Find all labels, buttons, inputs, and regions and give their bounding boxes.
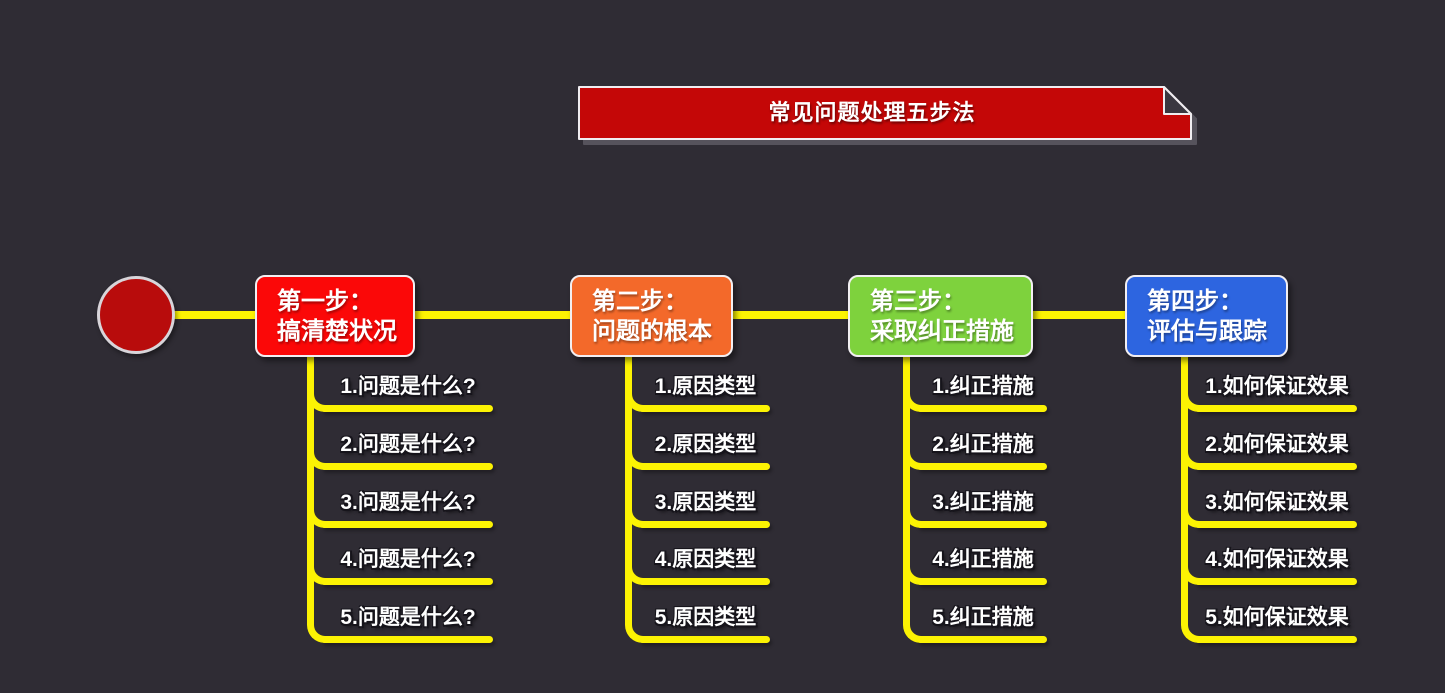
underline-bar: [321, 405, 493, 412]
step-title-line1: 第四步：: [1147, 288, 1243, 315]
branch-item-label: 3.纠正措施: [932, 491, 1034, 514]
underline-bar: [321, 578, 493, 585]
branch-item-label: 2.如何保证效果: [1205, 433, 1349, 456]
step-title-line2: 评估与跟踪: [1147, 318, 1267, 345]
branch-item-label: 2.问题是什么?: [340, 433, 476, 456]
branch-item[interactable]: 2.纠正措施: [903, 412, 1047, 470]
underline-bar: [917, 636, 1047, 643]
branch-item-label: 1.问题是什么?: [340, 375, 476, 398]
underline-bar: [639, 521, 770, 528]
branch-item[interactable]: 1.原因类型: [625, 354, 770, 412]
step-title-line2: 采取纠正措施: [870, 318, 1014, 345]
branch-item[interactable]: 5.纠正措施: [903, 585, 1047, 643]
branch-connector-line: [307, 350, 314, 620]
page-title: 常见问题处理五步法: [768, 100, 976, 125]
branch-item[interactable]: 5.原因类型: [625, 585, 770, 643]
branch-item-label: 5.纠正措施: [932, 606, 1034, 629]
branch-item-label: 4.纠正措施: [932, 548, 1034, 571]
branch-item[interactable]: 5.问题是什么?: [307, 585, 493, 643]
underline-bar: [639, 463, 770, 470]
underline-bar: [917, 405, 1047, 412]
branch-item-label: 1.如何保证效果: [1205, 375, 1349, 398]
branch-item-label: 3.如何保证效果: [1205, 491, 1349, 514]
underline-bar: [639, 405, 770, 412]
step-title-line2: 问题的根本: [592, 318, 712, 345]
step-node-2[interactable]: 第二步： 问题的根本: [570, 275, 733, 357]
branch-item[interactable]: 3.原因类型: [625, 470, 770, 528]
branch-item[interactable]: 5.如何保证效果: [1181, 585, 1357, 643]
branch-item[interactable]: 2.问题是什么?: [307, 412, 493, 470]
branch-item[interactable]: 1.纠正措施: [903, 354, 1047, 412]
branch-item[interactable]: 1.问题是什么?: [307, 354, 493, 412]
branch-item-label: 5.原因类型: [654, 606, 757, 629]
step-node-3[interactable]: 第三步： 采取纠正措施: [848, 275, 1033, 357]
underline-bar: [321, 636, 493, 643]
branch-item[interactable]: 2.原因类型: [625, 412, 770, 470]
branch-item-label: 3.问题是什么?: [340, 491, 476, 514]
underline-bar: [321, 521, 493, 528]
branch-item[interactable]: 4.如何保证效果: [1181, 527, 1357, 585]
underline-bar: [639, 578, 770, 585]
branch-item-label: 4.如何保证效果: [1205, 548, 1349, 571]
branch-item[interactable]: 3.纠正措施: [903, 470, 1047, 528]
root-node[interactable]: [97, 276, 175, 354]
branch-connector-line: [903, 350, 910, 620]
underline-bar: [1195, 463, 1357, 470]
underline-bar: [639, 636, 770, 643]
underline-bar: [1195, 521, 1357, 528]
branch-item-label: 1.原因类型: [654, 375, 757, 398]
branch-connector-line: [1181, 350, 1188, 620]
underline-bar: [321, 463, 493, 470]
branch-item[interactable]: 1.如何保证效果: [1181, 354, 1357, 412]
step-title-line2: 搞清楚状况: [277, 318, 397, 345]
underline-bar: [917, 521, 1047, 528]
underline-bar: [1195, 636, 1357, 643]
branch-item-label: 3.原因类型: [654, 491, 757, 514]
branch-connector-line: [625, 350, 632, 620]
branch-item-label: 2.纠正措施: [932, 433, 1034, 456]
underline-bar: [1195, 405, 1357, 412]
title-banner[interactable]: 常见问题处理五步法: [578, 86, 1192, 140]
step-title-line1: 第三步：: [870, 288, 966, 315]
underline-bar: [1195, 578, 1357, 585]
branch-item-label: 5.如何保证效果: [1205, 606, 1349, 629]
branch-item-label: 4.问题是什么?: [340, 548, 476, 571]
underline-bar: [917, 578, 1047, 585]
branch-item-label: 1.纠正措施: [932, 375, 1034, 398]
branch-item[interactable]: 3.问题是什么?: [307, 470, 493, 528]
branch-item[interactable]: 4.原因类型: [625, 527, 770, 585]
branch-item-label: 4.原因类型: [654, 548, 757, 571]
branch-item[interactable]: 3.如何保证效果: [1181, 470, 1357, 528]
step-title-line1: 第一步：: [277, 288, 373, 315]
banner-shape-icon: [578, 86, 1192, 140]
branch-item[interactable]: 4.问题是什么?: [307, 527, 493, 585]
branch-item[interactable]: 4.纠正措施: [903, 527, 1047, 585]
step-node-1[interactable]: 第一步： 搞清楚状况: [255, 275, 415, 357]
branch-item[interactable]: 2.如何保证效果: [1181, 412, 1357, 470]
step-title-line1: 第二步：: [592, 288, 688, 315]
branch-item-label: 5.问题是什么?: [340, 606, 476, 629]
step-node-4[interactable]: 第四步： 评估与跟踪: [1125, 275, 1288, 357]
branch-item-label: 2.原因类型: [654, 433, 757, 456]
underline-bar: [917, 463, 1047, 470]
